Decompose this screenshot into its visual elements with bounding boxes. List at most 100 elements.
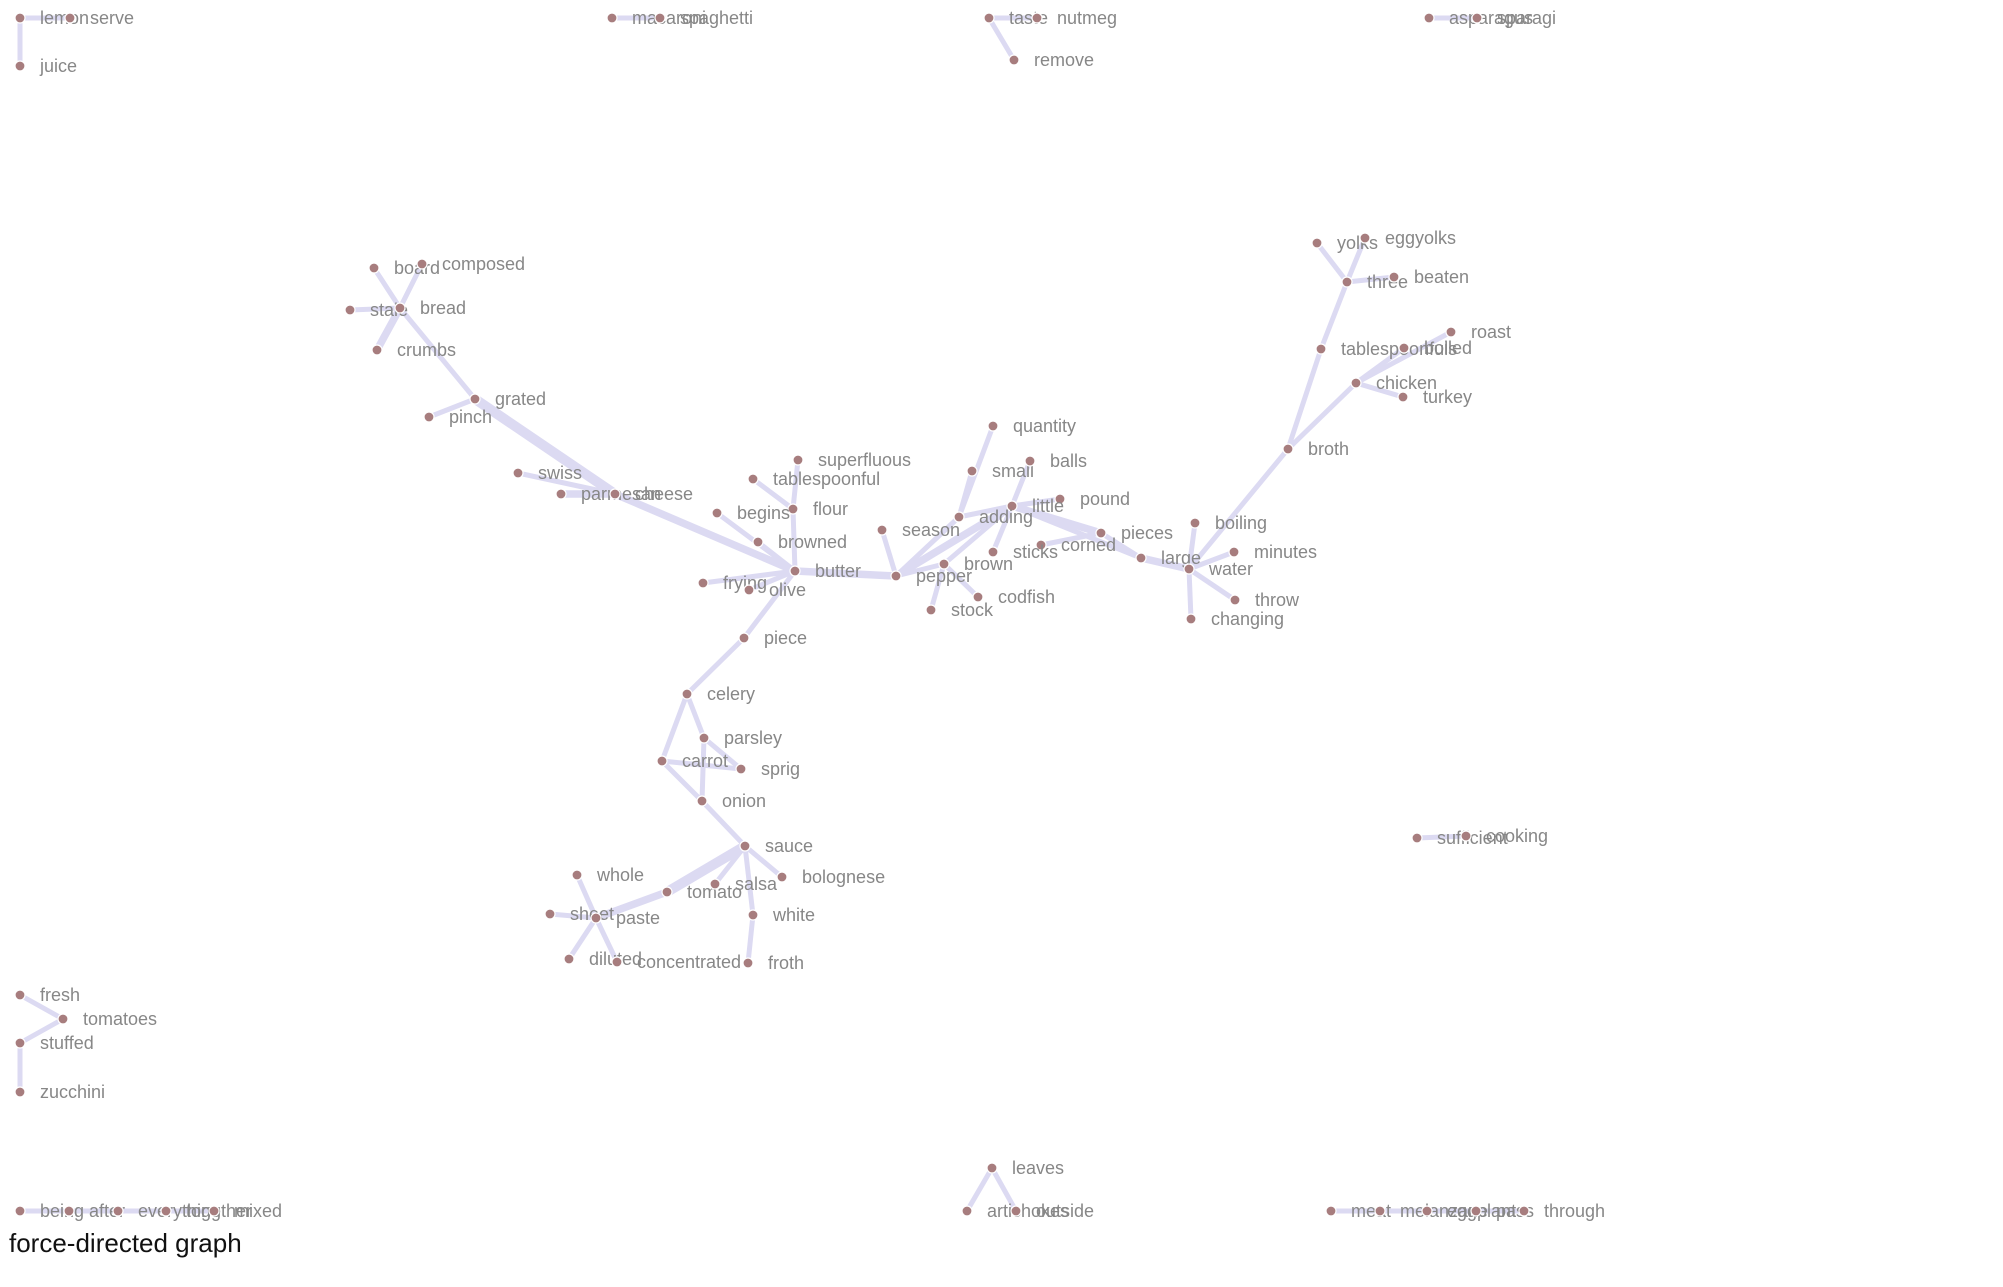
node-chicken[interactable] — [1350, 377, 1362, 389]
node-diluted[interactable] — [563, 953, 575, 965]
node-pinch[interactable] — [423, 411, 435, 423]
node-lemon[interactable] — [14, 12, 26, 24]
node-grated[interactable] — [469, 393, 481, 405]
node-white[interactable] — [747, 909, 759, 921]
node-frying[interactable] — [697, 577, 709, 589]
node-yolks[interactable] — [1311, 237, 1323, 249]
node-cheese[interactable] — [609, 488, 621, 500]
node-little[interactable] — [1006, 500, 1018, 512]
node-piece[interactable] — [738, 632, 750, 644]
node-sticks[interactable] — [987, 546, 999, 558]
node-through[interactable] — [1518, 1205, 1530, 1217]
node-browned[interactable] — [752, 536, 764, 548]
node-artichokes[interactable] — [961, 1205, 973, 1217]
node-three[interactable] — [1341, 276, 1353, 288]
node-celery[interactable] — [681, 688, 693, 700]
node-composed[interactable] — [416, 258, 428, 270]
node-beaten[interactable] — [1388, 271, 1400, 283]
node-meat[interactable] — [1325, 1205, 1337, 1217]
node-eggyolks[interactable] — [1359, 232, 1371, 244]
node-turkey[interactable] — [1397, 391, 1409, 403]
node-codfish[interactable] — [972, 591, 984, 603]
node-macaroni[interactable] — [606, 12, 618, 24]
node-salsa[interactable] — [709, 878, 721, 890]
node-tomatoes[interactable] — [57, 1013, 69, 1025]
node-large[interactable] — [1135, 552, 1147, 564]
node-season[interactable] — [876, 524, 888, 536]
node-boiled[interactable] — [1398, 342, 1410, 354]
node-pieces[interactable] — [1095, 527, 1107, 539]
node-bolognese[interactable] — [776, 871, 788, 883]
node-sprig[interactable] — [735, 763, 747, 775]
node-adding[interactable] — [953, 511, 965, 523]
node-cooking[interactable] — [1460, 830, 1472, 842]
node-balls[interactable] — [1024, 455, 1036, 467]
node-label-begins: begins — [737, 503, 790, 523]
node-whole[interactable] — [571, 869, 583, 881]
node-crumbs[interactable] — [371, 344, 383, 356]
node-roast[interactable] — [1445, 326, 1457, 338]
node-tablespoonfuls[interactable] — [1315, 343, 1327, 355]
node-board[interactable] — [368, 262, 380, 274]
node-carrot[interactable] — [656, 755, 668, 767]
node-eggplant[interactable] — [1421, 1205, 1433, 1217]
node-fresh[interactable] — [14, 989, 26, 1001]
node-together[interactable] — [160, 1205, 172, 1217]
node-sufficient[interactable] — [1411, 832, 1423, 844]
edge-small-adding — [956, 468, 975, 520]
node-juice[interactable] — [14, 60, 26, 72]
node-mixed[interactable] — [208, 1205, 220, 1217]
node-taste[interactable] — [983, 12, 995, 24]
node-sparagi[interactable] — [1471, 12, 1483, 24]
node-corned[interactable] — [1035, 539, 1047, 551]
node-paste[interactable] — [590, 912, 602, 924]
edge-brown-codfish — [941, 561, 981, 600]
node-throw[interactable] — [1229, 594, 1241, 606]
node-water[interactable] — [1183, 563, 1195, 575]
node-concentrated[interactable] — [611, 956, 623, 968]
node-parmesan[interactable] — [555, 488, 567, 500]
node-bread[interactable] — [394, 302, 406, 314]
node-onion[interactable] — [696, 795, 708, 807]
node-boiling[interactable] — [1189, 517, 1201, 529]
node-zucchini[interactable] — [14, 1086, 26, 1098]
node-serve[interactable] — [64, 12, 76, 24]
node-changing[interactable] — [1185, 613, 1197, 625]
node-everything[interactable] — [112, 1205, 124, 1217]
node-brown[interactable] — [938, 558, 950, 570]
node-stuffed[interactable] — [14, 1037, 26, 1049]
node-sheet[interactable] — [544, 908, 556, 920]
node-after[interactable] — [63, 1205, 75, 1217]
node-stale[interactable] — [344, 304, 356, 316]
node-being[interactable] — [14, 1205, 26, 1217]
edge-water-throw — [1186, 566, 1238, 603]
node-minutes[interactable] — [1228, 546, 1240, 558]
node-small[interactable] — [966, 465, 978, 477]
node-broth[interactable] — [1282, 443, 1294, 455]
node-melanzane[interactable] — [1374, 1205, 1386, 1217]
node-swiss[interactable] — [512, 467, 524, 479]
node-remove[interactable] — [1008, 54, 1020, 66]
node-pepper[interactable] — [890, 570, 902, 582]
node-nutmeg[interactable] — [1031, 12, 1043, 24]
node-butter[interactable] — [789, 565, 801, 577]
node-label-adding: adding — [979, 507, 1033, 527]
node-pass[interactable] — [1470, 1205, 1482, 1217]
node-olive[interactable] — [743, 584, 755, 596]
node-label-concentrated: concentrated — [637, 952, 741, 972]
node-flour[interactable] — [787, 503, 799, 515]
node-tomato[interactable] — [661, 886, 673, 898]
node-asparagus[interactable] — [1423, 12, 1435, 24]
node-parsley[interactable] — [698, 732, 710, 744]
node-begins[interactable] — [711, 507, 723, 519]
node-superfluous[interactable] — [792, 454, 804, 466]
node-sauce[interactable] — [739, 840, 751, 852]
node-outside[interactable] — [1010, 1205, 1022, 1217]
node-tablespoonful[interactable] — [747, 473, 759, 485]
node-froth[interactable] — [742, 957, 754, 969]
node-quantity[interactable] — [987, 420, 999, 432]
node-spaghetti[interactable] — [654, 12, 666, 24]
node-pound[interactable] — [1054, 493, 1066, 505]
node-leaves[interactable] — [986, 1162, 998, 1174]
node-stock[interactable] — [925, 604, 937, 616]
